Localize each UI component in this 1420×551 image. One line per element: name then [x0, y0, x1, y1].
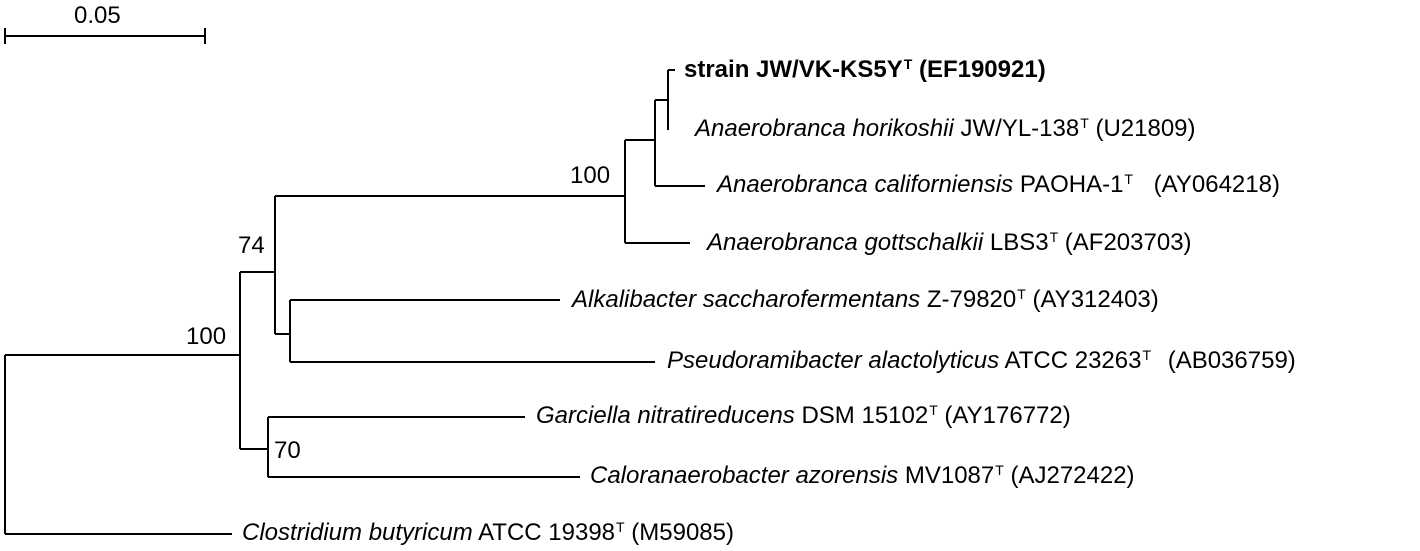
root-branches [4, 354, 240, 535]
type-strain-mark: T [1142, 347, 1152, 363]
taxon-anaerobranca-gottschalkii: Anaerobranca gottschalkii LBS3T (AF20370… [707, 229, 1192, 257]
accession-number: (M59085) [624, 519, 734, 546]
strain-name: PAOHA-1 [1013, 171, 1124, 198]
bootstrap-garciella-calor: 70 [274, 437, 301, 464]
species-name: Anaerobranca gottschalkii [707, 229, 984, 256]
species-name: Garciella nitratireducens [536, 402, 795, 429]
strain-name: Z-79820 [920, 286, 1017, 313]
species-name: Clostridium butyricum [242, 519, 473, 546]
type-strain-mark: T [616, 519, 625, 535]
species-name: Pseudoramibacter alactolyticus [667, 347, 1000, 374]
accession-number: (AY064218) [1146, 171, 1280, 198]
node-anaerobranca [624, 139, 690, 244]
type-strain-mark: T [1049, 229, 1059, 245]
accession-number: (U21809) [1088, 115, 1196, 142]
strain-name: MV1087 [898, 462, 995, 489]
species-name: Alkalibacter saccharofermentans [572, 286, 921, 313]
species-name: Anaerobranca californiensis [717, 171, 1014, 198]
taxon-strain-jw-vk-ks5y: strain JW/VK-KS5YT (EF190921) [684, 56, 1046, 84]
scale-bar [4, 28, 206, 44]
node-strain-horikoshii [667, 69, 675, 130]
bootstrap-root-clade: 100 [186, 323, 227, 350]
type-strain-mark: T [903, 56, 913, 72]
strain-name: LBS3 [983, 229, 1049, 256]
node-garciella-calor [267, 416, 580, 478]
bootstrap-anaerobranca: 100 [570, 162, 611, 189]
node-ingroup [274, 195, 625, 335]
node-horikoshii-group [654, 99, 705, 187]
taxon-pseudoramibacter-alactolyticus: Pseudoramibacter alactolyticus ATCC 2326… [667, 347, 1296, 375]
taxon-name: strain JW/VK-KS5Y [684, 56, 903, 83]
type-strain-mark: T [929, 402, 938, 418]
strain-name: ATCC 19398 [472, 519, 616, 546]
taxon-caloranaerobacter-azorensis: Caloranaerobacter azorensis MV1087T (AJ2… [590, 462, 1135, 490]
type-strain-mark: T [1124, 171, 1133, 187]
taxon-clostridium-butyricum: Clostridium butyricum ATCC 19398T (M5908… [242, 519, 734, 547]
accession-number: (AB036759) [1161, 347, 1296, 374]
bootstrap-ingroup: 74 [238, 232, 265, 259]
node-alkalibacter-pseudoramibacter [289, 299, 655, 363]
taxon-garciella-nitratireducens: Garciella nitratireducens DSM 15102T (AY… [536, 402, 1071, 430]
accession-number: (AY312403) [1025, 286, 1159, 313]
accession-number: (AY176772) [937, 402, 1071, 429]
strain-name: DSM 15102 [794, 402, 929, 429]
taxon-anaerobranca-horikoshii: Anaerobranca horikoshii JW/YL-138T (U218… [695, 115, 1196, 143]
type-strain-mark: T [995, 462, 1004, 478]
type-strain-mark: T [1017, 286, 1026, 302]
taxon-alkalibacter-saccharofermentans: Alkalibacter saccharofermentans Z-79820T… [572, 286, 1159, 314]
node-root-clade [239, 271, 275, 450]
accession-number: (AJ272422) [1003, 462, 1135, 489]
strain-name: ATCC 23263 [999, 347, 1142, 374]
taxon-anaerobranca-californiensis: Anaerobranca californiensis PAOHA-1T (AY… [717, 171, 1280, 199]
scale-bar-label: 0.05 [74, 2, 121, 29]
species-name: Anaerobranca horikoshii [695, 115, 954, 142]
species-name: Caloranaerobacter azorensis [590, 462, 899, 489]
accession-number: (EF190921) [912, 56, 1046, 83]
strain-name: JW/YL-138 [953, 115, 1080, 142]
type-strain-mark: T [1080, 115, 1089, 131]
accession-number: (AF203703) [1058, 229, 1192, 256]
